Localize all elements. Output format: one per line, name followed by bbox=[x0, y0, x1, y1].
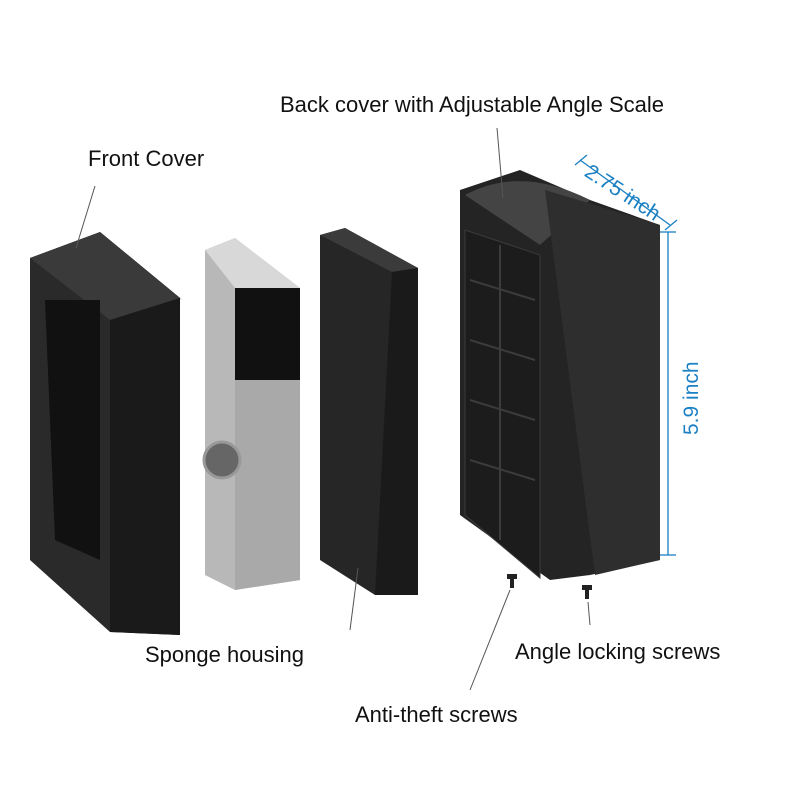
dimension-lines bbox=[574, 154, 678, 556]
back-cover-label: Back cover with Adjustable Angle Scale bbox=[280, 92, 665, 117]
screw-icon bbox=[507, 574, 517, 588]
sponge-housing-part bbox=[320, 228, 418, 595]
leader-lines bbox=[75, 127, 591, 691]
back-cover-part bbox=[460, 170, 660, 580]
height-dimension-label: 5.9 inch bbox=[680, 361, 703, 435]
angle-locking-screws-label: Angle locking screws bbox=[515, 639, 721, 664]
front-cover-part bbox=[30, 232, 182, 635]
front-cover-label: Front Cover bbox=[88, 146, 205, 171]
screw-icon bbox=[582, 585, 592, 599]
anti-theft-screws-label: Anti-theft screws bbox=[355, 702, 518, 727]
sponge-housing-label: Sponge housing bbox=[145, 642, 305, 667]
doorbell-device bbox=[202, 238, 300, 590]
